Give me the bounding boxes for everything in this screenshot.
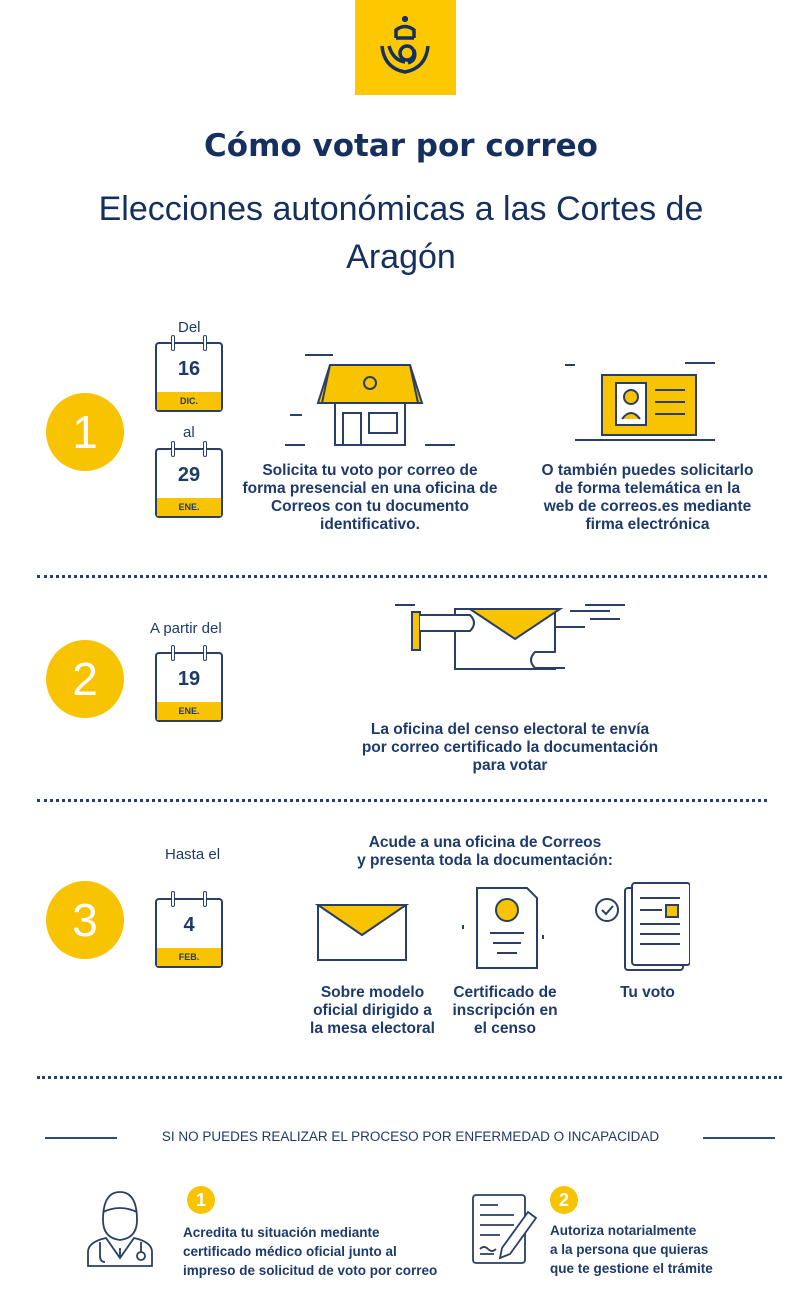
signed-document-icon — [472, 1194, 538, 1264]
calendar-day: 16 — [177, 358, 201, 380]
divider — [37, 1076, 782, 1079]
step-3-badge: 3 — [46, 881, 124, 959]
from-date-label: A partir del — [150, 620, 222, 637]
badge-2: 2 — [550, 1186, 578, 1214]
calendar-month: DIC. — [157, 392, 221, 410]
from-label: Del — [178, 319, 201, 336]
vote-label: Tu voto — [620, 984, 675, 1001]
envelope-handover-icon — [395, 604, 625, 670]
calendar-day: 19 — [177, 668, 201, 690]
calendar-month: FEB. — [157, 948, 221, 966]
illness-heading: SI NO PUEDES REALIZAR EL PROCESO POR ENF… — [161, 1129, 660, 1144]
calendar-month: ENE. — [157, 702, 221, 720]
certificate-icon — [462, 887, 544, 969]
ballot-icon — [595, 882, 690, 971]
id-card-icon — [565, 362, 715, 441]
divider — [37, 799, 767, 802]
to-label: al — [183, 424, 195, 441]
step-2-badge: 2 — [46, 640, 124, 718]
calendar-month: ENE. — [157, 498, 221, 516]
deadline-label: Hasta el — [165, 846, 221, 863]
page-title: Cómo votar por correo — [204, 128, 598, 164]
heading-line — [703, 1137, 775, 1139]
step-1-badge: 1 — [46, 393, 124, 471]
correos-logo — [355, 0, 456, 95]
envelope-icon — [315, 904, 410, 961]
heading-line — [45, 1137, 117, 1139]
calendar-day: 4 — [183, 914, 195, 936]
page-subtitle: Elecciones autonómicas a las Cortes de A… — [98, 190, 704, 276]
badge-1: 1 — [187, 1186, 215, 1214]
calendar-day: 29 — [177, 464, 201, 486]
doctor-icon — [87, 1191, 153, 1267]
post-office-icon — [285, 354, 455, 446]
divider — [37, 575, 767, 578]
